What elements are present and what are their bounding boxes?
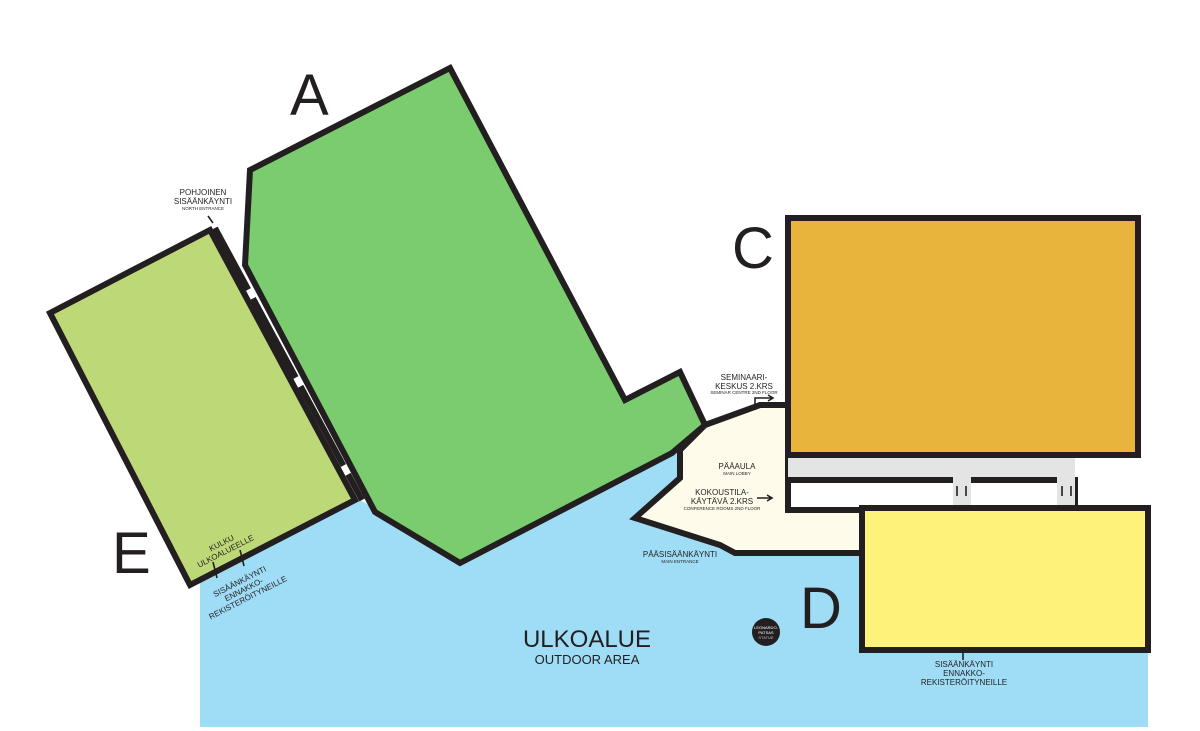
conference-sub: CONFERENCE ROOMS 2ND FLOOR [684,506,762,511]
entrance-d-label-3: REKISTERÖITYNEILLE [921,678,1007,687]
conference-label-2: KÄYTÄVÄ 2.KRS [691,497,753,506]
building-a-label: A [290,63,329,128]
connector-1 [953,455,971,511]
entrance-d-label-2: ENNAKKO- [943,669,985,678]
corridor-wall [212,226,365,502]
corridor-grey [788,455,1075,480]
arrow-icon [207,215,214,224]
main-entrance-sub: MAIN ENTRANCE [661,559,698,564]
north-entrance-label: POHJOINEN [180,188,227,197]
seminar-label: SEMINAARI- [721,373,768,382]
statue-label-3: STATUE [758,635,774,640]
statue-label: LEONARDO- [754,625,778,630]
double-arrow-icon [212,549,245,579]
entrance-d-label: SISÄÄNKÄYNTI [935,660,993,669]
conference-label: KOKOUSTILA- [695,488,749,497]
building-d[interactable] [859,505,1151,653]
north-entrance-sub: NORTH ENTRANCE [182,206,224,211]
building-e[interactable] [45,225,360,590]
statue-label-2: PATSAS [758,630,774,635]
main-entrance-label: PÄÄSISÄÄNKÄYNTI [643,550,717,559]
outdoor-area[interactable] [200,440,1148,727]
statue-marker[interactable]: LEONARDO- PATSAS STATUE [752,618,780,646]
building-d-label: D [800,576,842,641]
building-e-label: E [112,521,151,586]
building-c[interactable] [785,215,1141,458]
seminar-sub: SEMINAR CENTRE 2ND FLOOR [710,390,778,395]
arrow-icon [757,494,774,502]
double-arrow-icon [956,486,1072,496]
connector-2 [1057,455,1075,511]
north-entrance-label-2: SISÄÄNKÄYNTI [174,197,232,206]
seminar-label-2: KESKUS 2.KRS [715,382,773,391]
outdoor-label-en: OUTDOOR AREA [535,652,640,667]
building-c-label: C [732,216,774,281]
outdoor-label: ULKOALUE [523,626,651,653]
lobby-label: PÄÄAULA [719,462,757,471]
lobby-sub: MAIN LOBBY [723,471,751,476]
arrow-icon [754,394,775,410]
